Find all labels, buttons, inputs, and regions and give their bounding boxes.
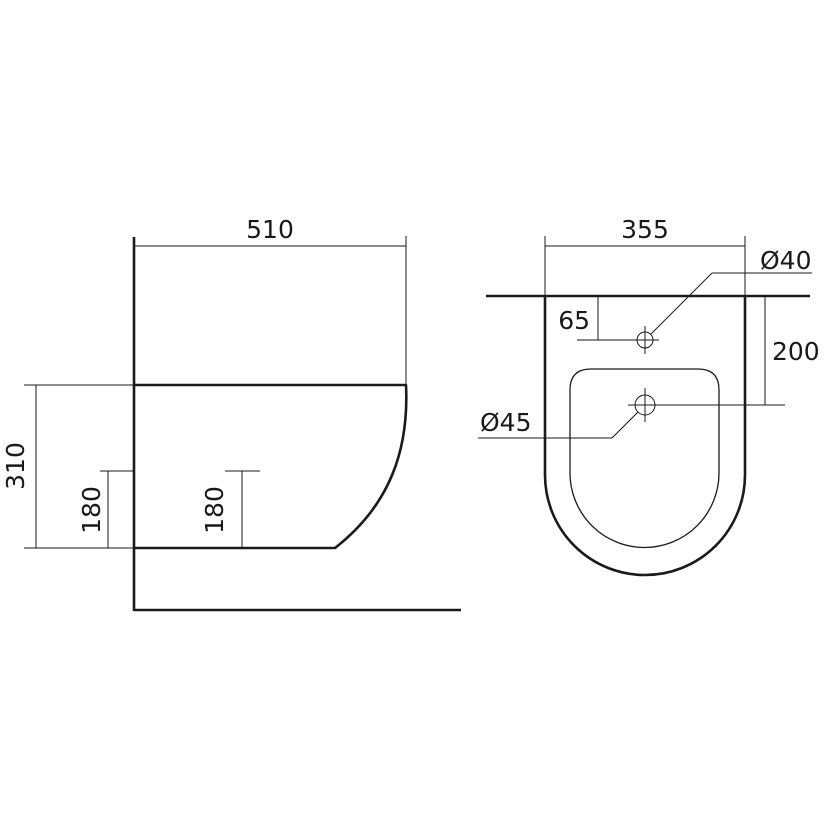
drain-offset-label: 200 — [772, 337, 820, 366]
depth-label: 510 — [246, 215, 294, 244]
bidet-side-outline — [134, 383, 408, 550]
tap-hole-leader — [650, 272, 713, 335]
height-label: 310 — [1, 442, 30, 490]
center-inlet-label: 180 — [200, 486, 229, 534]
top-view: 355 Ø40 65 Ø45 200 — [478, 215, 820, 577]
tap-offset-label: 65 — [558, 306, 590, 335]
wall-inlet-label: 180 — [77, 486, 106, 534]
bowl-inner-outline — [569, 368, 720, 549]
drain-hole-leader — [611, 411, 639, 439]
drain-hole-label: Ø45 — [480, 408, 532, 437]
width-label: 355 — [621, 215, 669, 244]
bowl-outer-outline — [543, 296, 747, 577]
side-view: 510 310 180 180 — [1, 215, 461, 612]
tap-hole-label: Ø40 — [760, 246, 812, 275]
